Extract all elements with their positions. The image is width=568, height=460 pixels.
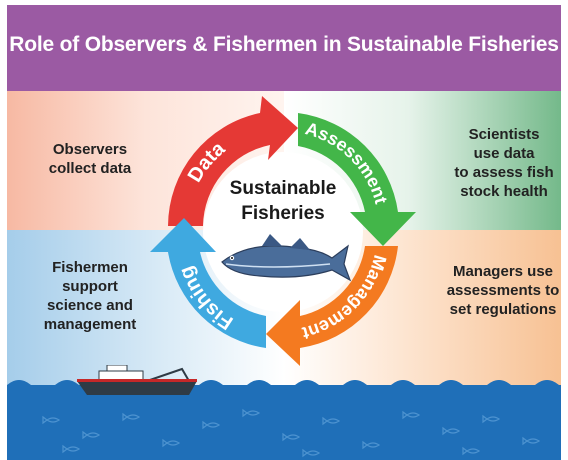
stage-fishing-arrow [150,218,266,348]
fish-icon [221,234,352,282]
fishing-vessel-icon [77,365,197,395]
center-title-line1: Sustainable [230,178,337,199]
stage-management-arrow [266,246,398,366]
center-disk [203,152,363,312]
page-title: Role of Observers & Fishermen in Sustain… [9,33,559,56]
stage-assessment-arrow [298,113,416,246]
center-title-line2: Fisheries [241,203,324,224]
scientists-note: Scientists use data to assess fish stock… [454,126,554,200]
fishermen-note: Fishermen support science and management [43,259,137,333]
observers-note: Observers collect data [48,141,132,177]
stage-data-arrow [168,96,298,226]
title-banner: Role of Observers & Fishermen in Sustain… [7,5,561,91]
fish-school-icon [42,408,541,458]
ocean [7,365,561,460]
managers-note: Managers use assessments to set regulati… [446,263,560,318]
